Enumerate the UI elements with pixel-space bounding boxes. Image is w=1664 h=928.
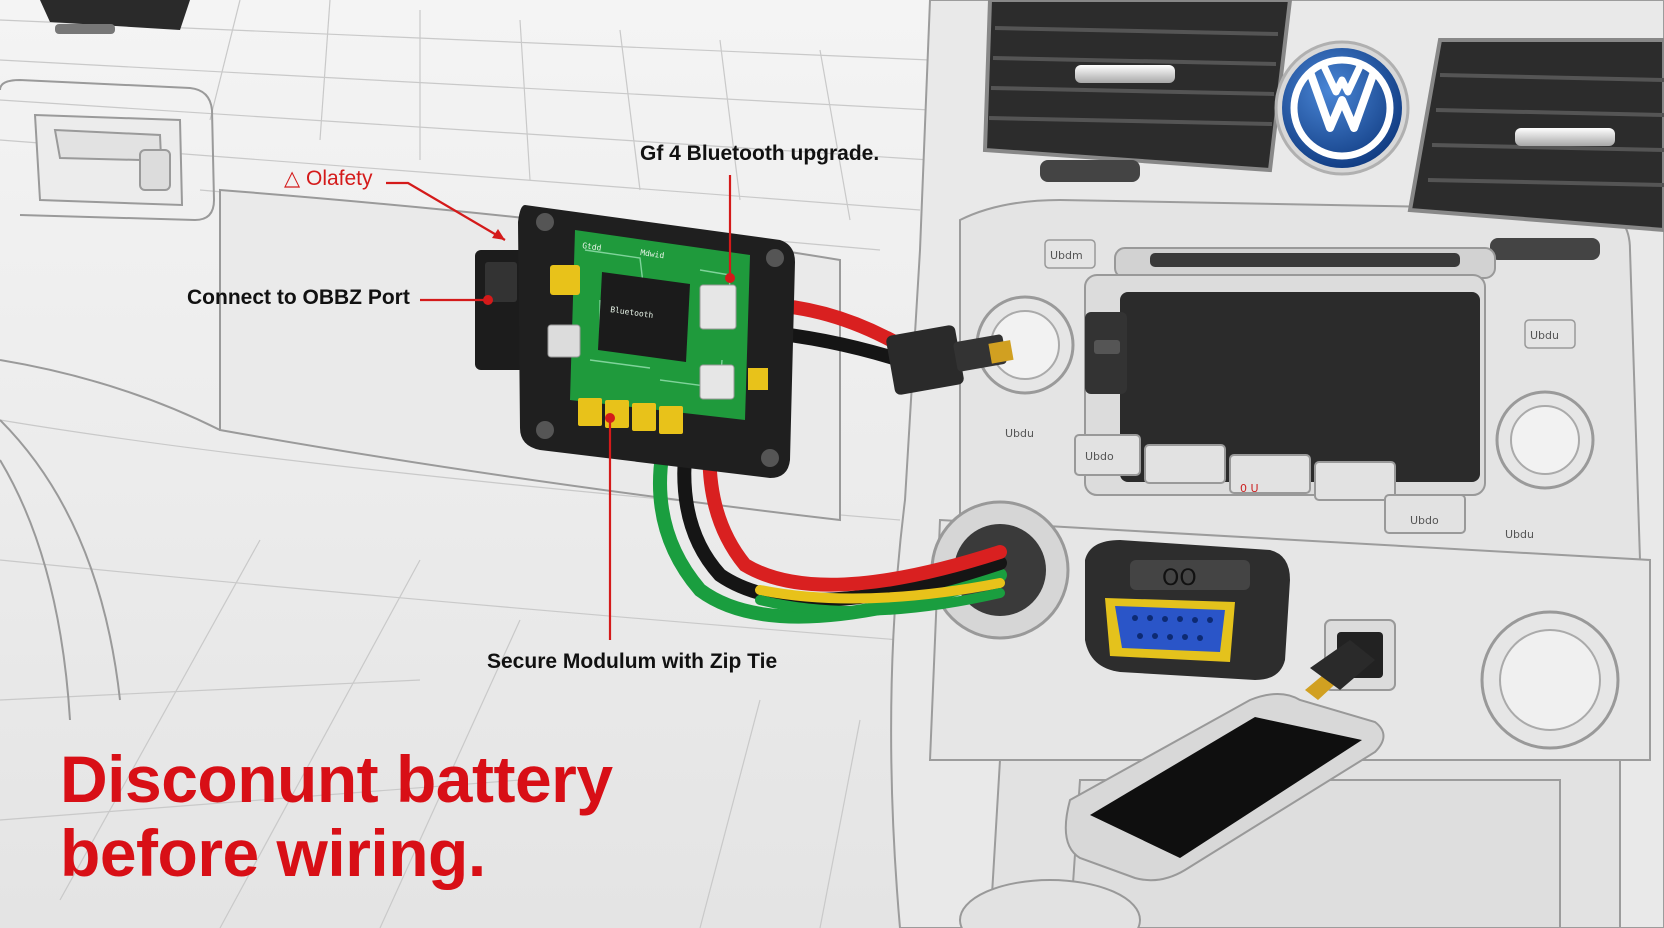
warning-triangle-icon: △ <box>284 167 306 190</box>
vw-logo <box>1274 40 1410 176</box>
radio-button-center-label: 0 U <box>1240 482 1259 495</box>
bluetooth-module: Bluetooth Gtdd Mdwid <box>475 205 795 478</box>
chip-icon <box>598 272 690 362</box>
left-vent <box>40 0 190 34</box>
smartphone <box>1064 640 1385 882</box>
battery-warning-line-1: Disconunt battery <box>60 742 613 816</box>
radio-unit: Ubdm Ubdu Ubdu Ubdo 0 U Ubdo Ubdu <box>975 239 1595 541</box>
radio-button-1-label: Ubdo <box>1085 450 1114 463</box>
center-vent-right <box>1407 38 1664 260</box>
svg-text:Gtdd: Gtdd <box>582 241 603 253</box>
safety-callout-text: Olafety <box>305 167 373 190</box>
bluetooth-upgrade-callout: Gf 4 Bluetooth upgrade. <box>640 142 880 165</box>
gear-shift <box>959 879 1141 928</box>
leader-safety <box>386 181 506 241</box>
battery-warning: Disconunt battery before wiring. <box>60 742 613 890</box>
zip-tie-callout: Secure Modulum with Zip Tie <box>487 650 778 673</box>
callout-dots <box>483 229 735 423</box>
center-vent-left <box>982 0 1293 182</box>
obd-connector: OO <box>1085 540 1290 680</box>
console-label-lower-right: Ubdu <box>1505 528 1534 541</box>
svg-text:Mdwid: Mdwid <box>640 248 665 260</box>
radio-label-top-right: Ubdu <box>1530 329 1559 342</box>
svg-text:OO: OO <box>1162 566 1197 591</box>
wire-harness <box>653 413 1007 624</box>
radio-button-right-label: Ubdo <box>1410 514 1439 527</box>
battery-warning-line-2: before wiring. <box>60 816 486 890</box>
dashboard-grid <box>0 0 931 928</box>
callout-leaders <box>386 175 732 640</box>
radio-label-top-left: Ubdm <box>1050 249 1083 262</box>
safety-callout: △ Olafety <box>284 166 373 191</box>
obd-port-callout: Connect to OBBZ Port <box>187 286 410 309</box>
radio-label-left: Ubdu <box>1005 427 1034 440</box>
